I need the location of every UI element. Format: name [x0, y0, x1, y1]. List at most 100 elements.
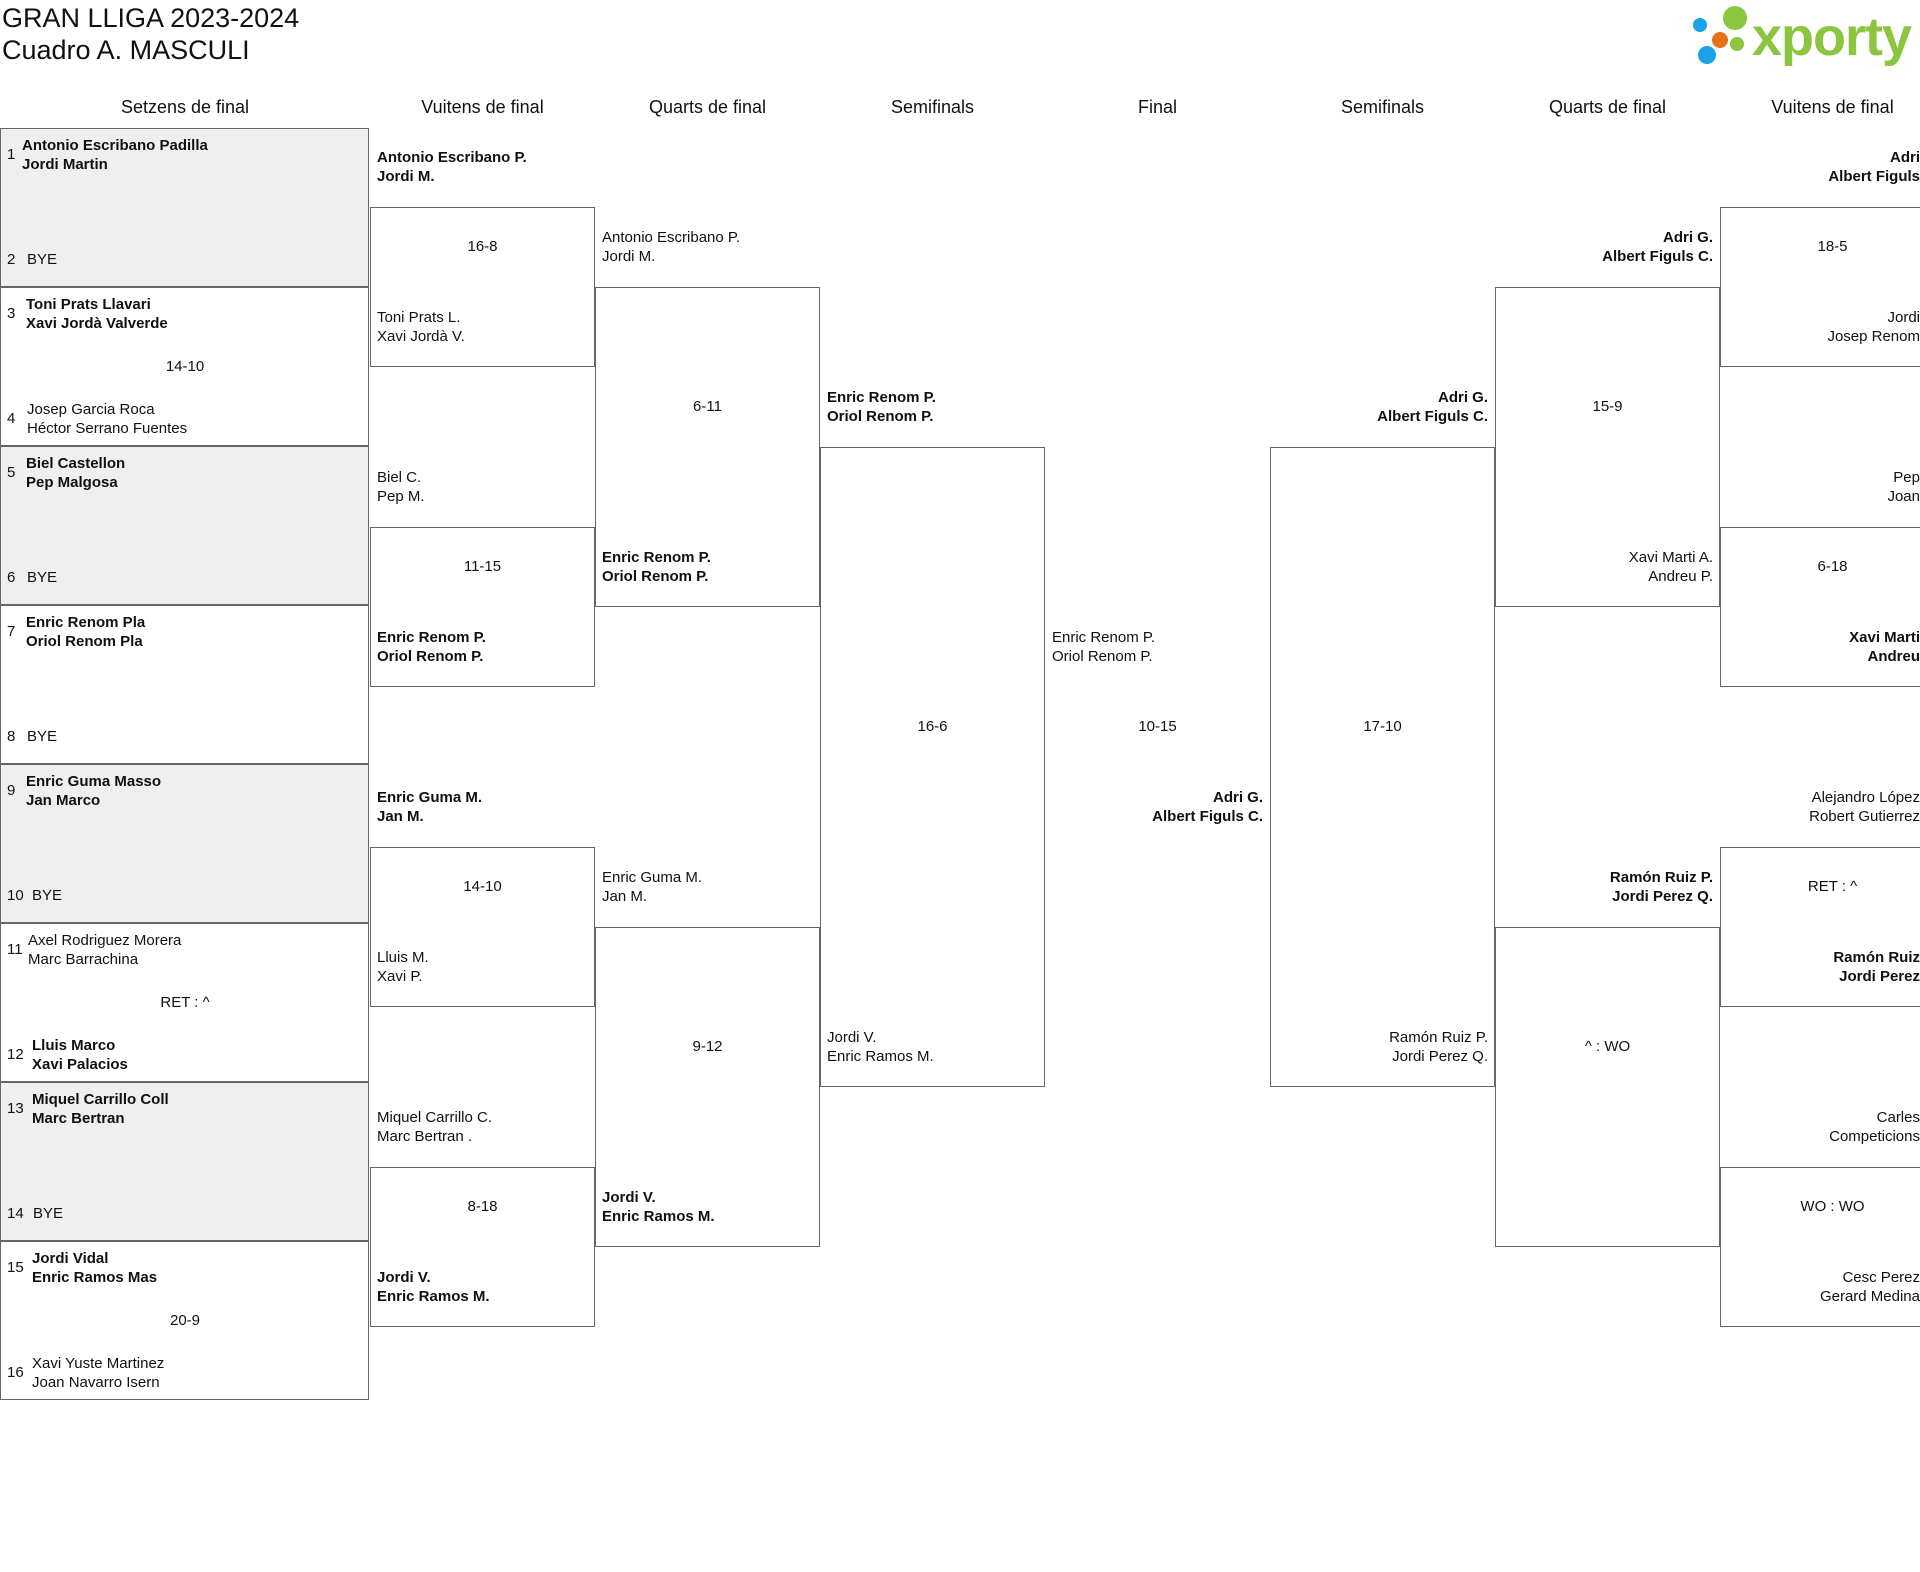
match-score: 6-18 [1817, 558, 1848, 575]
player-name: Albert Figuls C. [1152, 808, 1263, 825]
player-name: Lluis M. [377, 949, 429, 966]
player-name: Albert Figuls C. [1602, 248, 1713, 265]
player-name: Xavi Palacios [32, 1056, 128, 1073]
match-score: 17-10 [1363, 718, 1402, 735]
r32-entry-seed-14: BYE [33, 1204, 63, 1223]
r32-match-1 [0, 128, 369, 287]
seed-number: 12 [7, 1046, 24, 1063]
qf-right-match-1-connector [1495, 287, 1720, 607]
sf-right-connector [1270, 447, 1495, 1087]
player-name: Oriol Renom P. [377, 648, 484, 665]
player-name: Enric Renom P. [1052, 629, 1156, 646]
r16-left-entry-1: Antonio Escribano P. Jordi M. [377, 148, 527, 186]
player-name: Oriol Renom P. [1052, 648, 1153, 665]
r32-entry-seed-2: BYE [27, 250, 57, 269]
r16-left-match-3-connector [370, 847, 595, 1007]
logo-wordmark: xporty [1752, 7, 1912, 67]
r32-match-4 [0, 605, 369, 764]
player-name: Xavi Marti A. [1628, 549, 1713, 566]
match-score: WO : WO [1800, 1198, 1865, 1215]
seed-number: 6 [7, 569, 16, 586]
r32-entry-seed-5: Biel Castellon Pep Malgosa [26, 454, 125, 492]
r16-left-match-1-connector [370, 207, 595, 367]
r16-left-entry-2: Toni Prats L. Xavi Jordà V. [377, 308, 465, 346]
match-score: 14-10 [463, 878, 502, 895]
qf-left-entry-1: Antonio Escribano P. Jordi M. [602, 228, 740, 266]
player-name: Competicions [1829, 1128, 1920, 1145]
seed-number: 10 [7, 887, 24, 904]
player-name: Miquel Carrillo Coll [32, 1091, 169, 1108]
r16-left-match-4-connector [370, 1167, 595, 1327]
match-score: ^ : WO [1584, 1038, 1631, 1055]
player-name: Andreu P. [1648, 568, 1713, 585]
player-name: BYE [33, 1205, 64, 1222]
player-name: Ramón Ruiz P. [1609, 869, 1713, 886]
col-header-qf-left: Quarts de final [648, 97, 767, 117]
r32-match-7 [0, 1082, 369, 1241]
player-name: Adri G. [1662, 229, 1713, 246]
r16-left-entry-6: Lluis M. Xavi P. [377, 948, 429, 986]
player-name: Enric Renom P. [377, 629, 486, 646]
logo-dot-green-small [1730, 37, 1744, 51]
final-entry-left: Enric Renom P. Oriol Renom P. [1052, 628, 1155, 666]
player-name: Ramón Ruiz [1833, 949, 1920, 966]
r16-right-entry-1: Adri Albert Figuls [1720, 148, 1920, 186]
sf-left-connector [820, 447, 1045, 1087]
r16-right-match-3-connector [1720, 847, 1920, 1007]
sf-left-entry-2: Jordi V. Enric Ramos M. [827, 1028, 934, 1066]
player-name: Xavi Jordà V. [377, 328, 465, 345]
r32-entry-seed-6: BYE [27, 568, 57, 587]
player-name: Jordi Martin [22, 156, 108, 173]
player-name: BYE [27, 569, 58, 586]
player-name: Jordi V. [602, 1189, 656, 1206]
r16-right-entry-3: Pep Joan [1720, 468, 1920, 506]
player-name: Albert Figuls [1828, 168, 1920, 185]
qf-right-entry-2: Xavi Marti A. Andreu P. [1495, 548, 1713, 586]
qf-left-entry-4: Jordi V. Enric Ramos M. [602, 1188, 715, 1226]
r32-entry-seed-11: Axel Rodriguez Morera Marc Barrachina [28, 931, 181, 969]
seed-number: 15 [7, 1259, 24, 1276]
player-name: Jordi M. [377, 168, 435, 185]
col-header-r32: Setzens de final [120, 97, 250, 117]
player-name: Héctor Serrano Fuentes [27, 420, 188, 437]
seed-number: 8 [7, 728, 16, 745]
player-name: Jordi [1887, 309, 1920, 326]
final-score: 10-15 [1138, 718, 1177, 735]
player-name: Josep Renom [1827, 328, 1920, 345]
match-score: 16-6 [917, 718, 948, 735]
player-name: Axel Rodriguez Morera [28, 932, 182, 949]
tournament-title: GRAN LLIGA 2023-2024 [2, 3, 300, 33]
player-name: Jordi M. [602, 248, 656, 265]
player-name: BYE [32, 887, 63, 904]
player-name: Adri G. [1437, 389, 1488, 406]
match-score: RET : ^ [160, 994, 210, 1011]
match-score: 16-8 [467, 238, 498, 255]
r16-left-entry-5: Enric Guma M. Jan M. [377, 788, 482, 826]
col-header-sf-right: Semifinals [1340, 97, 1425, 117]
match-score: RET : ^ [1807, 878, 1858, 895]
seed-number: 3 [7, 305, 16, 322]
r32-entry-seed-3: Toni Prats Llavari Xavi Jordà Valverde [26, 295, 168, 333]
player-name: Jan M. [377, 808, 424, 825]
player-name: Pep Malgosa [26, 474, 118, 491]
sf-right-entry-1: Adri G. Albert Figuls C. [1270, 388, 1488, 426]
player-name: Enric Ramos Mas [32, 1269, 158, 1286]
r16-right-match-4-connector [1720, 1167, 1920, 1327]
r16-left-entry-4: Enric Renom P. Oriol Renom P. [377, 628, 486, 666]
r32-match-3 [0, 446, 369, 605]
player-name: Cesc Perez [1842, 1269, 1920, 1286]
player-name: Enric Renom Pla [26, 614, 146, 631]
col-header-r16-left: Vuitens de final [421, 97, 544, 117]
seed-number: 14 [7, 1205, 24, 1222]
r16-right-entry-8: Cesc Perez Gerard Medina [1720, 1268, 1920, 1306]
r16-left-entry-3: Biel C. Pep M. [377, 468, 425, 506]
player-name: Biel C. [377, 469, 422, 486]
qf-left-entry-3: Enric Guma M. Jan M. [602, 868, 702, 906]
player-name: Carles [1876, 1109, 1920, 1126]
qf-right-entry-1: Adri G. Albert Figuls C. [1495, 228, 1713, 266]
player-name: BYE [27, 251, 58, 268]
logo-dot-blue-small [1693, 18, 1707, 32]
col-header-qf-right: Quarts de final [1548, 97, 1667, 117]
logo-dot-orange [1712, 32, 1728, 48]
seed-number: 4 [7, 410, 16, 427]
